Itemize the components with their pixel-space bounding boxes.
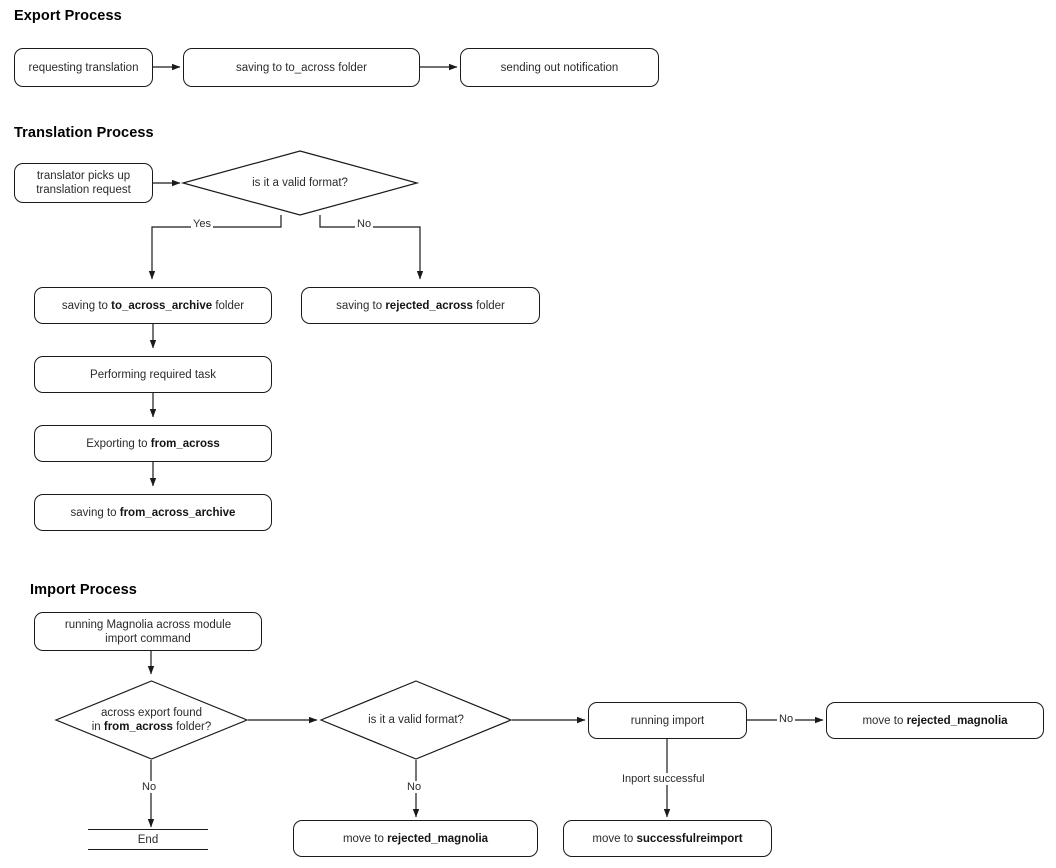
diamond-shape — [54, 680, 249, 760]
node-running-import[interactable]: running import — [588, 702, 747, 739]
section-title-import: Import Process — [30, 582, 137, 598]
edge-label-no-translation: No — [355, 218, 374, 230]
node-label: saving to rejected_across folder — [336, 299, 505, 312]
node-label: move to rejected_magnolia — [862, 714, 1008, 727]
node-label: requesting translation — [28, 61, 139, 74]
node-saving-to-across-archive[interactable]: saving to to_across_archive folder — [34, 287, 272, 324]
node-saving-to-rejected-across[interactable]: saving to rejected_across folder — [301, 287, 540, 324]
node-performing-required-task[interactable]: Performing required task — [34, 356, 272, 393]
diamond-shape — [180, 150, 420, 216]
terminator-label: End — [137, 833, 159, 846]
node-label-line2: import command — [105, 632, 191, 645]
node-exporting-to-from-across[interactable]: Exporting to from_across — [34, 425, 272, 462]
node-move-to-rejected-magnolia-right[interactable]: move to rejected_magnolia — [826, 702, 1044, 739]
edge-label-no-import-2: No — [405, 781, 424, 793]
section-title-translation: Translation Process — [14, 125, 154, 141]
node-label: move to rejected_magnolia — [342, 832, 489, 845]
decision-is-it-a-valid-format-translation[interactable]: is it a valid format? — [180, 150, 420, 216]
node-label: saving to from_across_archive — [70, 506, 236, 519]
decision-across-export-found[interactable]: across export found in from_across folde… — [54, 680, 249, 760]
decision-is-it-a-valid-format-import[interactable]: is it a valid format? — [319, 680, 513, 760]
terminator-end: End — [88, 829, 208, 850]
node-label-line1: translator picks up — [36, 170, 131, 182]
node-move-to-rejected-magnolia-left[interactable]: move to rejected_magnolia — [293, 820, 538, 857]
node-label: saving to to_across folder — [235, 61, 368, 74]
node-saving-to-from-across-archive[interactable]: saving to from_across_archive — [34, 494, 272, 531]
edge-label-import-successful: Inport successful — [620, 773, 707, 785]
node-running-magnolia-import-command[interactable]: running Magnolia across module import co… — [34, 612, 262, 651]
edge-label-no-import-3: No — [777, 713, 796, 725]
diamond-shape — [319, 680, 513, 760]
section-title-export: Export Process — [14, 8, 122, 24]
node-label: Exporting to from_across — [86, 437, 220, 450]
edge-label-yes-translation: Yes — [191, 218, 213, 230]
decision-label: is it a valid format? — [252, 177, 348, 189]
node-sending-out-notification[interactable]: sending out notification — [460, 48, 659, 87]
decision-label: across export found in from_across folde… — [91, 707, 212, 733]
node-label: move to successfulreimport — [592, 832, 743, 845]
node-label: saving to to_across_archive folder — [61, 299, 245, 312]
decision-label-line1: across export found — [100, 707, 202, 719]
node-saving-to-to-across-folder[interactable]: saving to to_across folder — [183, 48, 420, 87]
node-label-line1: running Magnolia across module — [64, 618, 232, 631]
node-label: sending out notification — [500, 61, 619, 74]
node-requesting-translation[interactable]: requesting translation — [14, 48, 153, 87]
node-translator-picks-up[interactable]: translator picks up translation request — [14, 163, 153, 203]
node-move-to-successfulreimport[interactable]: move to successfulreimport — [563, 820, 772, 857]
decision-label: is it a valid format? — [368, 714, 464, 726]
node-label: running import — [630, 714, 705, 727]
edge-label-no-import-1: No — [140, 781, 159, 793]
node-label: Performing required task — [90, 368, 216, 381]
node-label-line2: translation request — [36, 184, 131, 196]
